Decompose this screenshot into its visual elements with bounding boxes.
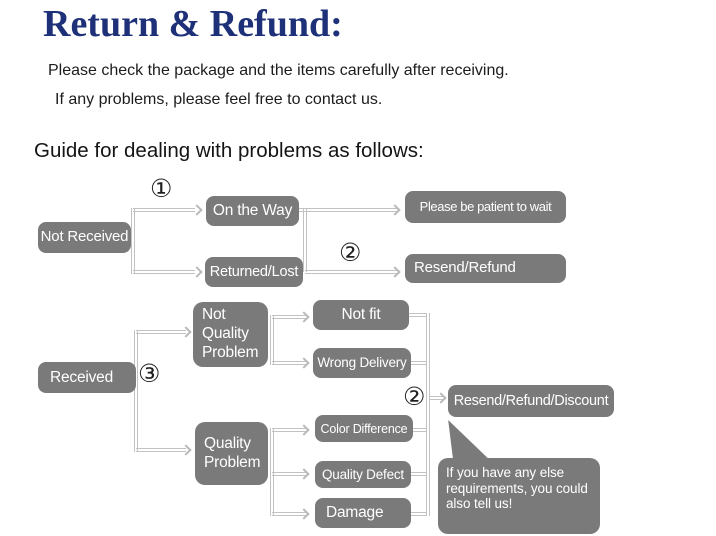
connector-h-to-quality-defect [272,472,306,476]
arrowhead-icon [298,357,310,369]
arrowhead-icon [298,311,310,323]
arrowhead-icon [389,266,401,278]
node-color-difference: Color Difference [315,415,413,442]
arrowhead-icon [191,204,203,216]
connector-h-to-damage [272,512,306,516]
step-1-marker: ① [150,174,173,203]
node-resend-refund: Resend/Refund [405,254,566,283]
step-2-marker: ② [339,238,362,267]
connector-v-not-quality-branch [270,315,274,365]
connector-v-received [134,330,138,452]
arrowhead-icon [435,392,447,404]
subtitle-line-1: Please check the package and the items c… [48,62,509,79]
connector-h-from-quality-defect [410,472,426,476]
connector-h-to-resend-refund [305,270,399,274]
node-quality-problem: Quality Problem [195,422,268,485]
connector-h-to-resend-discount [430,396,444,400]
page-title: Return & Refund: [43,3,343,45]
arrowhead-icon [180,326,192,338]
connector-h-to-on-the-way [133,208,195,212]
subtitle-line-2: If any problems, please feel free to con… [55,91,383,108]
arrowhead-icon [298,508,310,520]
connector-h-from-not-fit [408,313,426,317]
connector-h-to-wrong-delivery [272,361,306,365]
connector-h-to-not-fit [272,315,306,319]
node-quality-defect: Quality Defect [315,461,411,488]
arrowhead-icon [298,424,310,436]
node-be-patient: Please be patient to wait [405,191,566,223]
connector-v-not-received [131,208,135,274]
speech-bubble-tail [448,420,492,462]
connector-h-to-quality-problem [136,448,186,452]
step-2-marker: ② [403,382,426,411]
guide-heading: Guide for dealing with problems as follo… [34,139,424,162]
connector-v-convergence [426,313,430,516]
connector-h-to-not-quality [136,330,186,334]
speech-bubble-note: If you have any else requirements, you c… [438,458,600,534]
step-3-marker: ③ [138,359,161,388]
connector-h-from-damage [410,512,426,516]
connector-h-to-color-difference [272,428,306,432]
connector-h-from-color-difference [412,428,426,432]
node-not-fit: Not fit [313,300,409,330]
connector-h-to-returned-lost [133,270,195,274]
arrowhead-icon [180,444,192,456]
node-resend-refund-discount: Resend/Refund/Discount [448,385,614,417]
arrowhead-icon [389,204,401,216]
node-received: Received [38,362,136,393]
arrowhead-icon [298,468,310,480]
node-returned-lost: Returned/Lost [205,257,303,287]
node-on-the-way: On the Way [206,196,299,226]
connector-h-to-be-patient [299,208,399,212]
node-not-received: Not Received [38,222,131,253]
connector-h-from-wrong-delivery [410,361,426,365]
arrowhead-icon [191,266,203,278]
node-wrong-delivery: Wrong Delivery [313,348,411,378]
node-not-quality-problem: Not Quality Problem [193,302,268,367]
connector-v-on-the-way-join [303,208,307,272]
node-damage: Damage [315,498,411,528]
